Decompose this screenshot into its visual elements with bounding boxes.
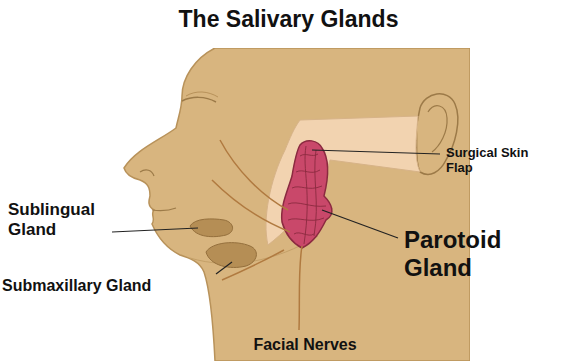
head-outline bbox=[124, 48, 470, 361]
eye-line bbox=[182, 97, 216, 102]
part-label: Submaxillary Gland bbox=[2, 277, 242, 295]
part-label: Facial Nerves bbox=[220, 336, 390, 354]
part-label: Parotoid Gland bbox=[404, 226, 564, 281]
leader-lines bbox=[112, 150, 440, 274]
head-group bbox=[124, 48, 470, 361]
gland-texture bbox=[288, 146, 326, 244]
part-label: Sublingual Gland bbox=[8, 200, 110, 239]
facial-nerves bbox=[212, 140, 302, 330]
part-label: Surgical Skin Flap bbox=[446, 146, 546, 176]
eyelid-line bbox=[186, 92, 218, 97]
submaxillary-gland bbox=[206, 243, 256, 268]
title: The Salivary Glands bbox=[0, 6, 577, 32]
ear-inner bbox=[428, 106, 447, 152]
mouth-line bbox=[152, 208, 176, 211]
nostril-line bbox=[140, 170, 154, 176]
